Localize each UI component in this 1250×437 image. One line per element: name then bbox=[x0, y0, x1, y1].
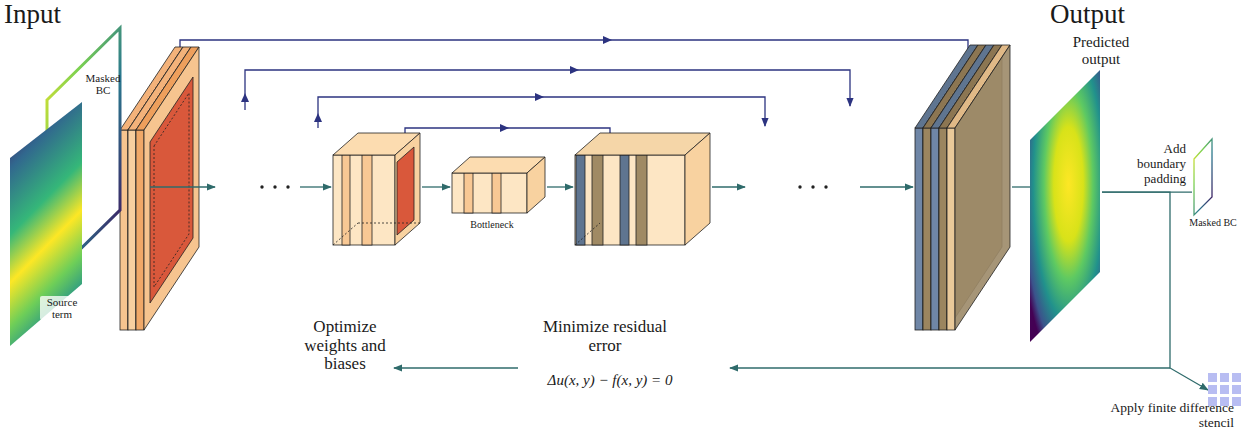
encoder-block-part bbox=[150, 77, 193, 303]
encoder-block-part bbox=[397, 147, 414, 235]
text-label: Minimize residual error bbox=[530, 318, 680, 355]
decoder-block-part bbox=[636, 155, 647, 245]
decoder-block-part bbox=[923, 128, 931, 330]
source-term-image: Source term bbox=[8, 100, 84, 348]
flow-arrows-part bbox=[1012, 186, 1030, 187]
skip-arrowheads-part bbox=[314, 113, 322, 122]
ellipsis-dots-part bbox=[286, 185, 289, 188]
node-label: Apply finite difference stencil bbox=[1104, 401, 1234, 431]
encoder-block bbox=[333, 133, 420, 245]
masked-bc-output-shape-part bbox=[1194, 139, 1212, 215]
encoder-block-part bbox=[333, 155, 395, 245]
node-label: Predicted output bbox=[1056, 34, 1146, 67]
encoder-block-part bbox=[128, 130, 136, 330]
masked-bc-output: Masked BC bbox=[1192, 137, 1214, 217]
encoder-block bbox=[120, 47, 199, 330]
feedback-arrows-part bbox=[394, 367, 518, 368]
decoder-block-part bbox=[592, 155, 603, 245]
stencil-icon-shape-part bbox=[1208, 373, 1217, 382]
skip-connections-part bbox=[318, 97, 765, 128]
encoder-block-part bbox=[333, 223, 358, 245]
stencil-icon: Apply finite difference stencil bbox=[1208, 373, 1242, 407]
stencil-icon-shape-part bbox=[1232, 385, 1241, 394]
encoder-block-part bbox=[395, 133, 420, 245]
skip-connections bbox=[180, 40, 968, 150]
text-label: Δu(x, y) − f(x, y) = 0 bbox=[500, 372, 720, 389]
ellipsis-dots-part bbox=[798, 185, 801, 188]
predicted-output-image-shape-part bbox=[1030, 70, 1100, 342]
skip-connections-part bbox=[405, 128, 610, 150]
skip-connections-part bbox=[180, 40, 968, 66]
encoder-block-part bbox=[144, 47, 199, 330]
bottleneck-block-shape bbox=[452, 155, 547, 215]
node-label: Masked BC bbox=[85, 72, 121, 96]
decoder-block-part bbox=[685, 133, 710, 245]
flow-arrows-part bbox=[547, 186, 573, 187]
node-label: Source term bbox=[40, 296, 84, 320]
skip-connections-part bbox=[245, 70, 850, 110]
ellipsis-dots-part bbox=[811, 185, 814, 188]
decoder-block-part bbox=[576, 155, 585, 245]
bottleneck-block-shape-part bbox=[452, 157, 545, 213]
skip-arrowheads bbox=[176, 36, 612, 132]
edge-label: Add boundary padding bbox=[1124, 142, 1186, 187]
bottleneck-block-shape-part-part bbox=[452, 173, 527, 213]
decoder-block-part bbox=[947, 128, 955, 330]
decoder-block-part bbox=[955, 45, 1010, 330]
predicted-output-image-shape bbox=[1028, 68, 1102, 344]
skip-arrowheads-part bbox=[603, 36, 612, 44]
encoder-block-part bbox=[154, 93, 189, 287]
encoder-block-part bbox=[358, 223, 420, 224]
decoder-block bbox=[575, 133, 710, 245]
feedback-arrows-part bbox=[730, 367, 1170, 368]
node-label: Bottleneck bbox=[460, 219, 524, 230]
flow-arrows-part bbox=[150, 186, 215, 187]
feedback-arrows bbox=[394, 367, 1170, 368]
node-label: Masked BC bbox=[1188, 217, 1238, 228]
decoder-block-part bbox=[575, 155, 685, 245]
ellipsis-dots-part bbox=[273, 185, 276, 188]
bottleneck-block-shape-part-part bbox=[464, 173, 473, 213]
ellipsis-dots-part bbox=[824, 185, 827, 188]
skip-arrowheads-part bbox=[500, 124, 509, 132]
stencil-icon-shape-part bbox=[1220, 385, 1229, 394]
flow-arrows-part bbox=[300, 186, 331, 187]
flow-arrows-part bbox=[422, 186, 450, 187]
decoder-block-part bbox=[915, 128, 923, 330]
predicted-output-image: Predicted output bbox=[1028, 68, 1102, 344]
bottleneck-block: Bottleneck bbox=[452, 155, 547, 215]
skip-arrowheads-part bbox=[535, 93, 544, 101]
decoder-block-part bbox=[620, 155, 629, 245]
ellipsis-dots-part bbox=[260, 185, 263, 188]
text-label: Optimize weights and biases bbox=[300, 318, 390, 374]
decoder-block-part bbox=[931, 128, 939, 330]
bottleneck-block-shape-part-part bbox=[527, 157, 545, 213]
skip-arrowheads-part bbox=[570, 66, 579, 74]
text-label: Output bbox=[1050, 0, 1160, 30]
decoder-block-part bbox=[575, 223, 600, 245]
flow-arrows bbox=[150, 186, 1030, 187]
bottleneck-block-shape-part-part bbox=[492, 173, 501, 213]
stencil-icon-shape-part bbox=[1208, 385, 1217, 394]
skip-arrowheads-part bbox=[241, 93, 249, 102]
masked-bc-output-shape bbox=[1192, 137, 1214, 217]
stencil-icon-shape-part bbox=[1220, 373, 1229, 382]
decoder-block-part bbox=[939, 128, 947, 330]
flow-arrows-part bbox=[712, 186, 745, 187]
decoder-block bbox=[915, 45, 1010, 330]
stencil-icon-shape-part bbox=[1232, 373, 1241, 382]
flow-arrows-part bbox=[860, 186, 913, 187]
encoder-block-part bbox=[136, 130, 144, 330]
text-label: Input bbox=[4, 0, 94, 30]
encoder-block-part bbox=[362, 155, 372, 245]
